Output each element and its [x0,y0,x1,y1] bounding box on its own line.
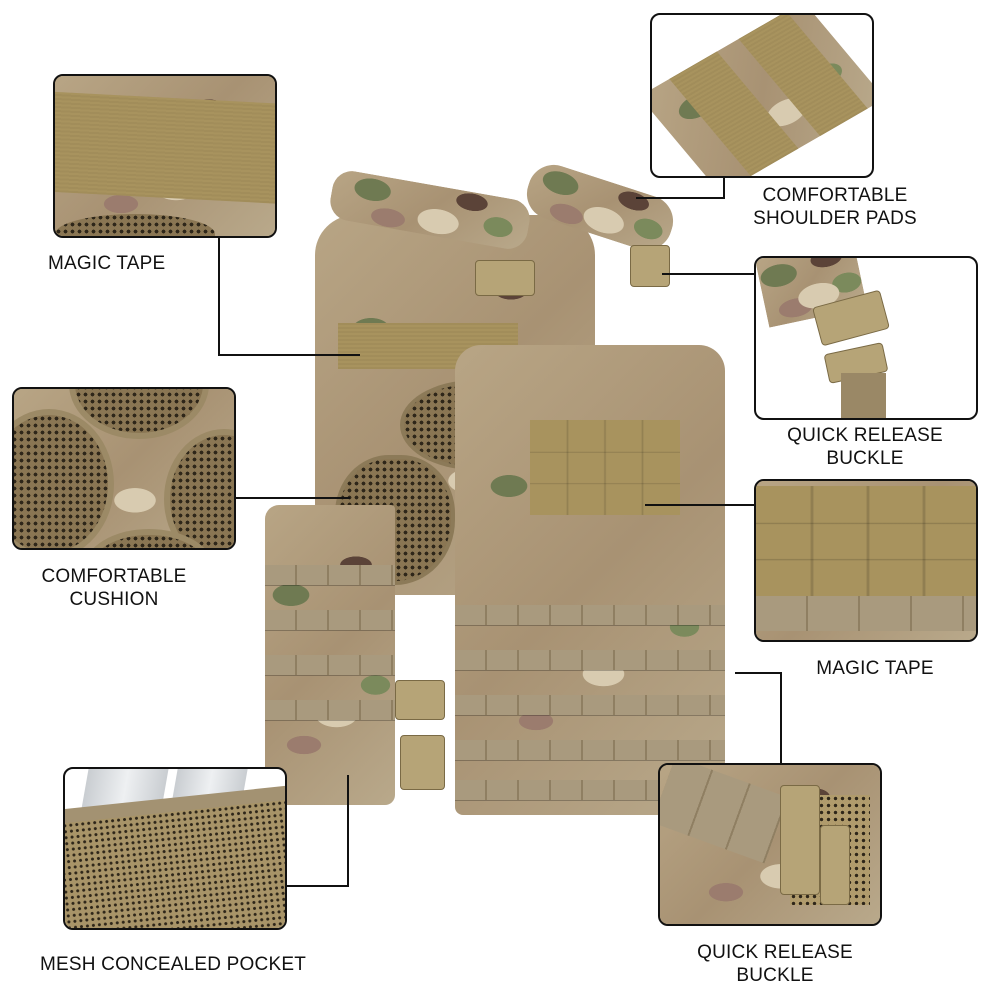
cummerbund-left [265,505,395,805]
label-shoulder-pads: COMFORTABLE SHOULDER PADS [740,184,930,230]
vest-front-panel [455,345,725,815]
connector-magic-tape-front [645,504,756,506]
label-magic-tape-front: MAGIC TAPE [800,657,950,680]
inset-cushion [12,387,236,550]
connector-cushion [236,497,350,499]
label-line: BUCKLE [826,448,904,469]
connector-quick-release-side [735,672,782,674]
inset-quick-release-shoulder [754,256,978,420]
inset-shoulder-pads [650,13,874,178]
connector-shoulder-pads-vertical [723,176,725,199]
label-line: MAGIC TAPE [48,253,166,274]
label-quick-release-shoulder: QUICK RELEASE BUCKLE [770,424,960,470]
connector-mesh-pocket [286,885,349,887]
shoulder-buckle-left [475,260,535,296]
plate-carrier-vest-image [260,158,750,845]
shoulder-buckle-right [630,245,670,287]
side-buckle-lower [400,735,445,790]
connector-magic-tape-back-horizontal [218,354,360,356]
label-line: COMFORTABLE [41,566,187,587]
connector-quick-release-shoulder [662,273,756,275]
inset-magic-tape-front [754,479,978,642]
connector-shoulder-pads [636,197,725,199]
label-line: MAGIC TAPE [816,658,934,679]
inset-mesh-pocket [63,767,287,930]
label-cushion: COMFORTABLE CUSHION [14,565,214,611]
label-line: QUICK RELEASE [697,942,853,963]
label-line: QUICK RELEASE [787,425,943,446]
label-line: CUSHION [69,589,159,610]
connector-mesh-pocket-vertical [347,775,349,887]
label-line: SHOULDER PADS [753,208,917,229]
label-mesh-pocket: MESH CONCEALED POCKET [30,953,316,976]
label-quick-release-side: QUICK RELEASE BUCKLE [680,941,870,987]
side-buckle-upper [395,680,445,720]
label-line: COMFORTABLE [762,185,908,206]
inset-magic-tape-back [53,74,277,238]
label-magic-tape-back: MAGIC TAPE [48,252,172,275]
front-magic-tape [530,420,680,515]
label-line: BUCKLE [736,965,814,986]
label-line: MESH CONCEALED POCKET [39,954,307,975]
connector-magic-tape-back [218,236,220,356]
inset-quick-release-side [658,763,882,926]
connector-quick-release-side-vertical [780,672,782,764]
